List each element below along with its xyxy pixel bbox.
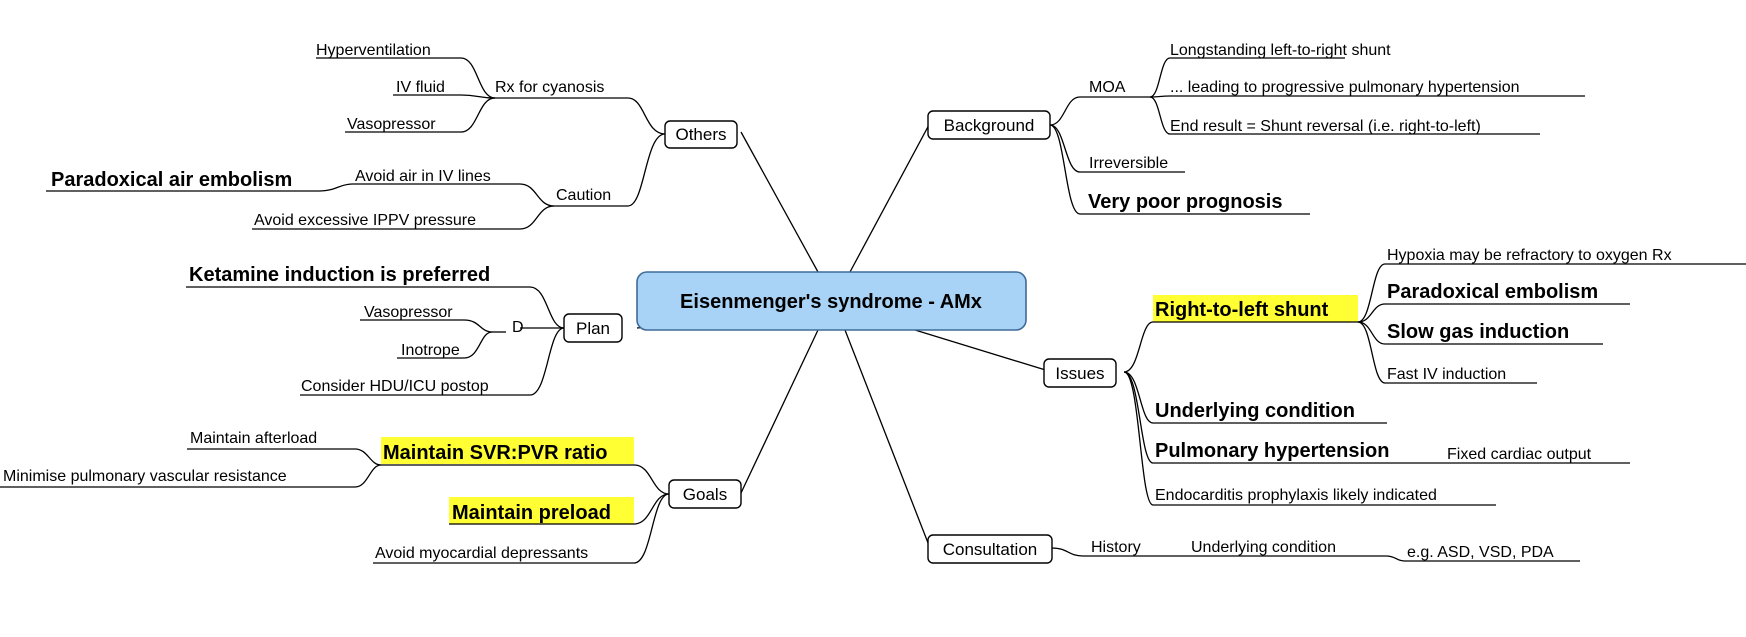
maintain-preload-label: Maintain preload bbox=[452, 502, 611, 524]
paradoxical-air-embolism-label: Paradoxical air embolism bbox=[51, 169, 292, 191]
highlight-right-to-left-shunt bbox=[1153, 295, 1358, 322]
goals-node-box[interactable] bbox=[668, 479, 742, 509]
maintain-svr-pvr-label: Maintain SVR:PVR ratio bbox=[383, 442, 607, 464]
endocarditis-label: Endocarditis prophylaxis likely indicate… bbox=[1155, 487, 1437, 504]
consultation-node: Consultation bbox=[943, 540, 1038, 559]
right-to-left-shunt-label: Right-to-left shunt bbox=[1155, 299, 1329, 321]
hyperventilation-label: Hyperventilation bbox=[316, 42, 431, 59]
others-branch: Others Rx for cyanosis Hyperventilation … bbox=[46, 42, 738, 230]
others-node-box[interactable] bbox=[664, 120, 738, 149]
consultation-node-box[interactable] bbox=[927, 534, 1053, 564]
hypoxia-refractory-label: Hypoxia may be refractory to oxygen Rx bbox=[1387, 247, 1672, 264]
background-node-box[interactable] bbox=[927, 110, 1051, 140]
central-title: Eisenmenger's syndrome - AMx bbox=[680, 291, 982, 313]
highlight-layer bbox=[381, 295, 1358, 524]
minimise-pvr-label: Minimise pulmonary vascular resistance bbox=[3, 468, 287, 485]
slow-gas-induction-label: Slow gas induction bbox=[1387, 321, 1569, 343]
goals-node: Goals bbox=[683, 485, 727, 504]
avoid-ippv-label: Avoid excessive IPPV pressure bbox=[254, 212, 476, 229]
others-node: Others bbox=[675, 125, 726, 144]
shunt-reversal-label: End result = Shunt reversal (i.e. right-… bbox=[1170, 118, 1481, 135]
hdu-icu-label: Consider HDU/ICU postop bbox=[301, 378, 489, 395]
consultation-branch: Consultation History Underlying conditio… bbox=[927, 534, 1580, 564]
moa-label: MOA bbox=[1089, 79, 1126, 96]
plan-branch: Plan Ketamine induction is preferred D V… bbox=[186, 264, 623, 396]
rx-cyanosis-label: Rx for cyanosis bbox=[495, 79, 604, 96]
highlight-maintain-preload bbox=[449, 497, 634, 524]
asd-vsd-pda-label: e.g. ASD, VSD, PDA bbox=[1407, 544, 1554, 561]
longstanding-shunt-label: Longstanding left-to-right shunt bbox=[1170, 42, 1391, 59]
central-node-box[interactable] bbox=[636, 271, 1027, 331]
underlying-condition-consult-label: Underlying condition bbox=[1191, 539, 1336, 556]
background-node: Background bbox=[944, 116, 1035, 135]
iv-fluid-label: IV fluid bbox=[396, 79, 445, 96]
irreversible-label: Irreversible bbox=[1089, 155, 1168, 172]
background-branch: Background MOA Longstanding left-to-righ… bbox=[927, 42, 1585, 215]
underlying-condition-issues-label: Underlying condition bbox=[1155, 400, 1355, 422]
issues-node-box[interactable] bbox=[1043, 358, 1117, 388]
very-poor-prognosis-label: Very poor prognosis bbox=[1088, 191, 1282, 213]
maintain-afterload-label: Maintain afterload bbox=[190, 430, 317, 447]
vasopressor-cyanosis-label: Vasopressor bbox=[347, 116, 436, 133]
caution-label: Caution bbox=[556, 187, 611, 204]
issues-node: Issues bbox=[1055, 364, 1104, 383]
plan-node: Plan bbox=[576, 319, 610, 338]
goals-branch: Goals Maintain SVR:PVR ratio Maintain af… bbox=[0, 430, 742, 564]
ketamine-label: Ketamine induction is preferred bbox=[189, 264, 490, 286]
inotrope-label: Inotrope bbox=[401, 342, 460, 359]
d-label: D bbox=[512, 319, 524, 336]
issues-branch: Issues Right-to-left shunt Hypoxia may b… bbox=[1043, 247, 1746, 506]
paradoxical-embolism-label: Paradoxical embolism bbox=[1387, 281, 1598, 303]
avoid-depressants-label: Avoid myocardial depressants bbox=[375, 545, 588, 562]
pulmonary-hypertension-label: Pulmonary hypertension bbox=[1155, 440, 1390, 462]
progressive-ph-label: ... leading to progressive pulmonary hyp… bbox=[1170, 79, 1520, 96]
avoid-air-label: Avoid air in IV lines bbox=[355, 168, 491, 185]
highlight-maintain-svr-pvr bbox=[381, 437, 634, 464]
vasopressor-plan-label: Vasopressor bbox=[364, 304, 453, 321]
central-node[interactable]: Eisenmenger's syndrome - AMx bbox=[636, 271, 1027, 331]
fast-iv-induction-label: Fast IV induction bbox=[1387, 366, 1506, 383]
history-label: History bbox=[1091, 539, 1141, 556]
plan-node-box[interactable] bbox=[563, 313, 623, 343]
fixed-cardiac-output-label: Fixed cardiac output bbox=[1447, 446, 1592, 463]
